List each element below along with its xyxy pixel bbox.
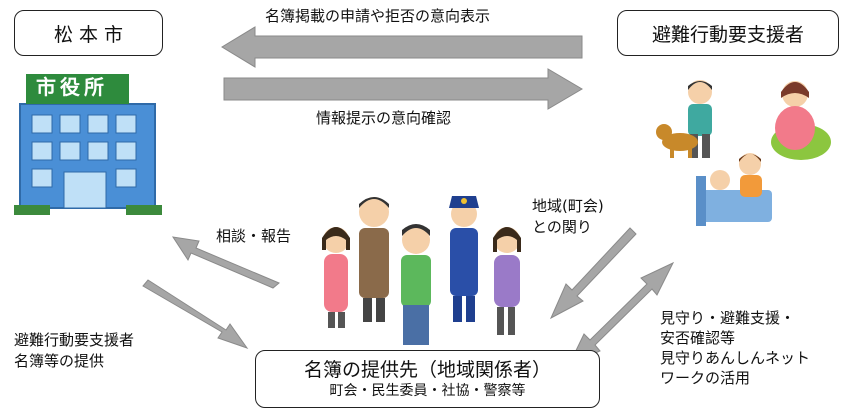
provider-title: 名簿の提供先（地域関係者） [303,359,551,381]
arrow-to-persons [223,68,583,110]
city-label: 松 本 市 [53,23,124,46]
label-area-2: との関り [532,218,592,236]
people-group-icon [322,196,521,345]
label-watch-1: 見守り・避難支援・ [660,309,796,327]
provider-node: 名簿の提供先（地域関係者） 町会・民生委員・社協・警察等 [255,350,600,408]
label-list-provide-2: 名簿等の提供 [14,352,105,370]
provider-subtitle: 町会・民生委員・社協・警察等 [329,383,526,399]
arrow-provide [142,279,249,349]
city-node: 松 本 市 [14,10,163,56]
city-hall-icon [14,74,162,215]
label-top-left: 名簿掲載の申請や拒否の意向表示 [265,7,491,25]
label-top-right: 情報提示の意向確認 [316,109,452,127]
label-watch-4: ワークの活用 [660,369,751,387]
label-consult: 相談・報告 [216,227,292,245]
support-persons-icon [656,80,831,226]
label-watch-3: 見守りあんしんネット [660,349,811,367]
label-list-provide-1: 避難行動要支援者 [14,331,135,349]
label-watch-2: 安否確認等 [660,329,736,347]
persons-node: 避難行動要支援者 [617,10,839,56]
arrow-consult [171,236,280,289]
city-hall-sign: 市役所 [36,75,108,99]
arrow-to-city [221,26,583,68]
label-area-1: 地域(町会) [532,197,604,215]
arrow-area [549,227,637,320]
persons-label: 避難行動要支援者 [651,23,804,46]
